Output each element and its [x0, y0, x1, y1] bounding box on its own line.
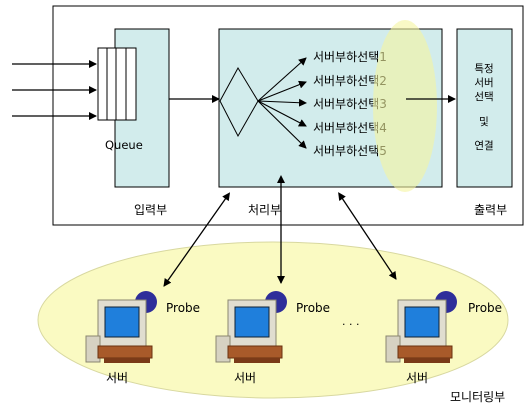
probe-label-2: Probe: [296, 301, 330, 315]
server-label-2: 서버: [234, 371, 256, 385]
server-select-2: 서버부하선택2: [313, 74, 387, 88]
server-label-3: 서버: [406, 371, 428, 385]
server-select-3: 서버부하선택3: [313, 97, 387, 111]
output-line-2: 서버: [474, 77, 493, 89]
fan-out-arrows: [257, 57, 307, 149]
processing-unit-label: 처리부: [248, 203, 281, 217]
monitor-arrows: [163, 175, 397, 287]
incoming-arrows: [12, 60, 97, 120]
server-3: [385, 291, 457, 363]
server-select-4: 서버부하선택4: [313, 121, 387, 135]
probe-label-3: Probe: [468, 301, 502, 315]
server-select-1: 서버부하선택1: [313, 50, 387, 64]
output-line-3: 선택: [474, 91, 493, 103]
server-2: [215, 291, 287, 363]
server-1: [85, 291, 157, 363]
queue: [97, 47, 137, 121]
output-unit-box: [456, 28, 513, 188]
selection-highlight: [373, 20, 437, 192]
output-line-1: 특정: [474, 63, 493, 75]
computer-icon: [215, 299, 283, 363]
computer-icon: [385, 299, 453, 363]
input-unit-label: 입력부: [134, 203, 167, 217]
output-box-text: 특정 서버 선택 및 연결: [474, 63, 493, 152]
queue-label: Queue: [105, 138, 143, 152]
server-label-1: 서버: [106, 371, 128, 385]
monitoring-unit-label: 모니터링부: [450, 390, 505, 404]
output-line-4: 및: [479, 116, 489, 128]
load-balancer-diamond: [219, 66, 259, 138]
probe-label-1: Probe: [166, 301, 200, 315]
output-unit-label: 출력부: [474, 203, 507, 217]
computer-icon: [85, 299, 153, 363]
ellipsis: · · ·: [342, 318, 359, 331]
server-select-labels: 서버부하선택1 서버부하선택2 서버부하선택3 서버부하선택4 서버부하선택5: [313, 50, 387, 158]
server-select-5: 서버부하선택5: [313, 144, 387, 158]
output-line-5: 연결: [474, 140, 493, 152]
